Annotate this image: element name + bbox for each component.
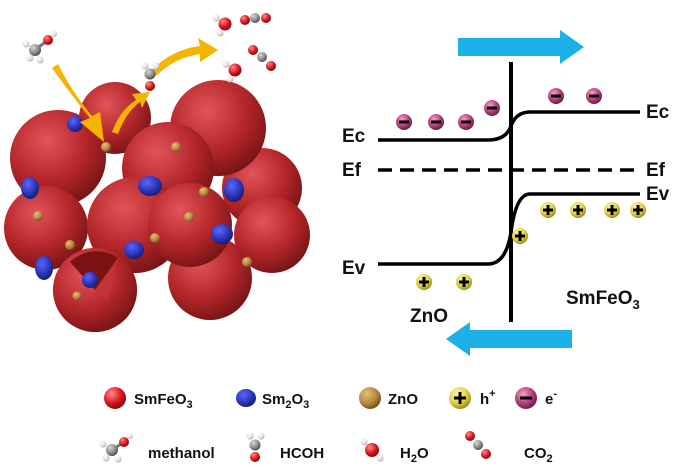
electron [484,100,500,116]
electron [428,114,444,130]
hole [604,202,620,218]
legend-h2o: H2O [400,445,429,465]
sm2o3-particle [138,176,162,196]
zno-particle [33,211,43,221]
hole [416,274,432,290]
zno-particle [65,240,75,250]
hcoh-molecule [141,62,160,91]
sm2o3-particle [35,256,53,280]
sm2o3-particle [67,116,83,132]
legend: SmFeO3 Sm2O3 ZnO h+ e- methanol HCOH [99,387,557,465]
co2-molecule [248,45,276,71]
hole-legend-icon [449,387,471,409]
h2o-molecule [212,14,232,37]
zno-particle [101,142,111,152]
particle-cluster [4,80,310,332]
ev-label-right: Ev [646,184,670,205]
ec-label-right: Ec [646,102,670,123]
smfeo3-legend-icon [104,387,126,409]
hole [570,202,586,218]
smfeo3-sphere [148,183,232,267]
sm2o3-legend-icon [236,389,256,407]
smfeo3-label: SmFeO3 [566,288,640,312]
conduction-band-line [378,110,640,142]
ec-label-left: Ec [342,126,366,147]
electrons [396,88,602,130]
legend-co2: CO2 [524,445,553,465]
zno-legend-icon [359,387,381,409]
co2-molecule [240,13,271,25]
valence-band-line [378,192,640,266]
zno-particle [199,187,209,197]
h2o-molecule [222,60,242,83]
flow-arrow [112,92,150,134]
flow-arrow [52,64,104,142]
methanol-molecule [22,31,57,64]
hole-flow-arrow [446,322,572,356]
ef-label-left: Ef [342,160,362,181]
band-diagram: Ec Ef Ev Ec Ef Ev ZnO SmFeO3 [342,30,670,356]
zno-particle [184,212,194,222]
methanol-icon [99,433,133,463]
electron [396,114,412,130]
flow-arrow [150,38,218,76]
legend-smfeo3: SmFeO3 [134,391,193,411]
co2-icon [465,431,491,459]
legend-hole: h+ [480,388,496,408]
legend-zno: ZnO [388,391,418,408]
sm2o3-particle [21,177,39,199]
zno-label: ZnO [410,306,448,327]
hole [540,202,556,218]
legend-sm2o3: Sm2O3 [262,391,309,411]
legend-hcoh: HCOH [280,445,324,462]
hole [512,228,528,244]
holes [416,202,646,290]
electron [458,114,474,130]
legend-electron: e- [545,388,557,408]
cut-sphere [53,248,137,332]
electron [548,88,564,104]
sm2o3-particle [224,178,244,202]
hcoh-icon [246,432,265,462]
sm2o3-particle [211,224,233,244]
smfeo3-sphere [234,197,310,273]
hole [630,202,646,218]
hole [456,274,472,290]
legend-methanol: methanol [148,445,215,462]
h2o-icon [360,438,384,462]
electron [586,88,602,104]
ev-label-left: Ev [342,258,366,279]
electron-flow-arrow [458,30,584,64]
electron-legend-icon [515,387,537,409]
ef-label-right: Ef [646,160,666,181]
zno-particle [242,257,252,267]
zno-particle [171,142,181,152]
reaction-flow-arrows [52,38,218,142]
zno-particle [150,233,160,243]
sm2o3-particle [124,241,144,259]
